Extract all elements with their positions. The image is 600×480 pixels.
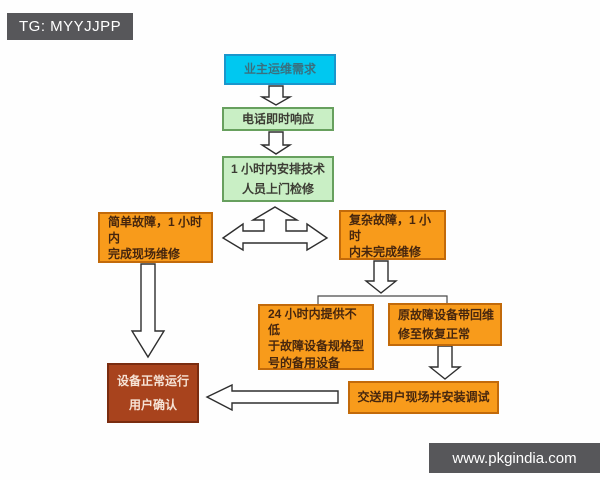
node-repair-return: 原故障设备带回维 修至恢复正常 xyxy=(388,303,502,346)
down-arrow-2 xyxy=(259,131,293,155)
node-label: 24 小时内提供不低 xyxy=(268,307,357,338)
down-arrow-3 xyxy=(364,260,398,294)
long-down-arrow xyxy=(130,263,166,359)
node-label: 交送用户现场并安装调试 xyxy=(357,390,490,405)
watermark-tag-badge: TG: MYYJJPP xyxy=(7,13,134,40)
node-backup-equipment: 24 小时内提供不低 于故障设备规格型 号的备用设备 xyxy=(258,304,374,370)
node-label: 修至恢复正常 xyxy=(398,326,471,341)
node-label: 内未完成维修 xyxy=(349,245,422,260)
watermark-tag-text: TG: MYYJJPP xyxy=(19,18,122,35)
node-dispatch: 1 小时内安排技术 人员上门检修 xyxy=(222,156,334,202)
node-label: 原故障设备带回维 xyxy=(398,308,495,323)
node-simple-fault: 简单故障，1 小时内 完成现场维修 xyxy=(98,212,213,263)
node-user-confirm: 设备正常运行 用户确认 xyxy=(107,363,199,423)
node-label: 人员上门检修 xyxy=(241,181,314,196)
node-label: 于故障设备规格型 xyxy=(268,339,365,354)
node-phone-response: 电话即时响应 xyxy=(222,107,334,131)
node-deliver-install: 交送用户现场并安装调试 xyxy=(348,381,499,414)
left-arrow xyxy=(205,383,339,412)
node-label: 号的备用设备 xyxy=(268,355,341,370)
node-owner-demand: 业主运维需求 xyxy=(224,54,336,85)
node-label: 电话即时响应 xyxy=(241,111,314,126)
node-label: 复杂故障，1 小时 xyxy=(349,213,432,244)
node-label: 简单故障，1 小时内 xyxy=(108,215,203,246)
node-label: 业主运维需求 xyxy=(243,62,316,77)
split-connector-line xyxy=(317,295,448,304)
node-label: 1 小时内安排技术 xyxy=(230,162,325,177)
watermark-bar: www.pkgindia.com xyxy=(429,443,600,473)
node-label: 用户确认 xyxy=(128,397,177,412)
node-label: 设备正常运行 xyxy=(116,373,189,388)
node-label: 完成现场维修 xyxy=(108,247,181,262)
down-arrow-4 xyxy=(428,345,462,380)
down-arrow-1 xyxy=(259,85,293,106)
watermark-url: www.pkgindia.com xyxy=(452,449,577,467)
node-complex-fault: 复杂故障，1 小时 内未完成维修 xyxy=(339,210,446,260)
three-way-arrow xyxy=(221,206,329,252)
